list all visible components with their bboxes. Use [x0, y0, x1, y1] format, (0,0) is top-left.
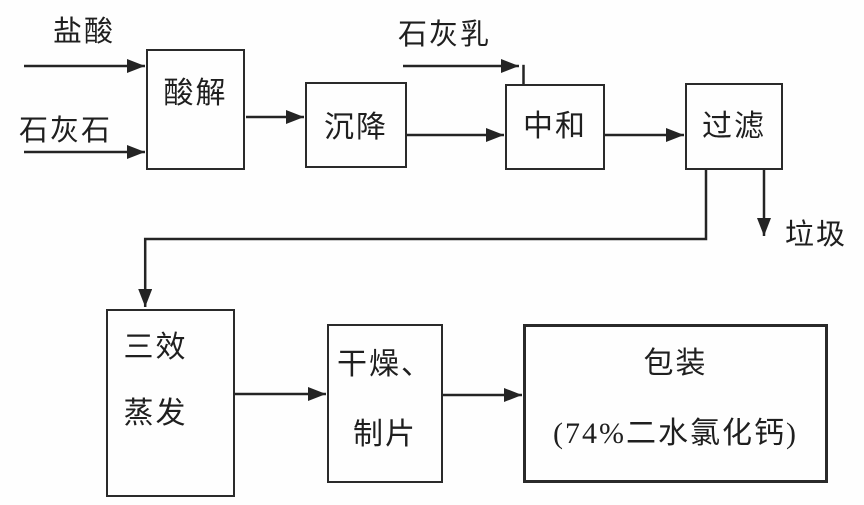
packaging-step-label-line2: (74%二水氯化钙): [553, 417, 798, 450]
sedimentation-step-box: 沉降: [305, 82, 407, 168]
evaporation-step-label-line1: 三效: [123, 331, 188, 364]
filtration-to-evaporation-arrow: [138, 170, 708, 307]
neutralization-step-label: 中和: [523, 110, 587, 143]
drying-step-label-line2: 制片: [353, 418, 417, 451]
hydrochloric-acid-label: 盐酸: [53, 16, 116, 48]
evaporation-step-label-line2: 蒸发: [123, 397, 188, 430]
filtration-step-label: 过滤: [702, 109, 766, 143]
packaging-step-label-line1: 包装: [643, 347, 708, 380]
neutralization-step-box: 中和: [505, 84, 605, 170]
acidolysis-step-box: 酸解: [146, 49, 245, 170]
filtration-step-box: 过滤: [685, 83, 783, 170]
evaporation-step-box: 三效 蒸发: [106, 309, 235, 497]
drying-step-label-line1: 干燥、: [337, 348, 433, 381]
lime-milk-label: 石灰乳: [398, 19, 492, 51]
limestone-label: 石灰石: [19, 115, 113, 147]
drying-step-box: 干燥、 制片: [327, 324, 443, 483]
acidolysis-step-label: 酸解: [163, 76, 228, 110]
packaging-step-box: 包装 (74%二水氯化钙): [523, 324, 828, 483]
waste-label: 垃圾: [785, 219, 848, 251]
sedimentation-step-label: 沉降: [324, 111, 388, 144]
